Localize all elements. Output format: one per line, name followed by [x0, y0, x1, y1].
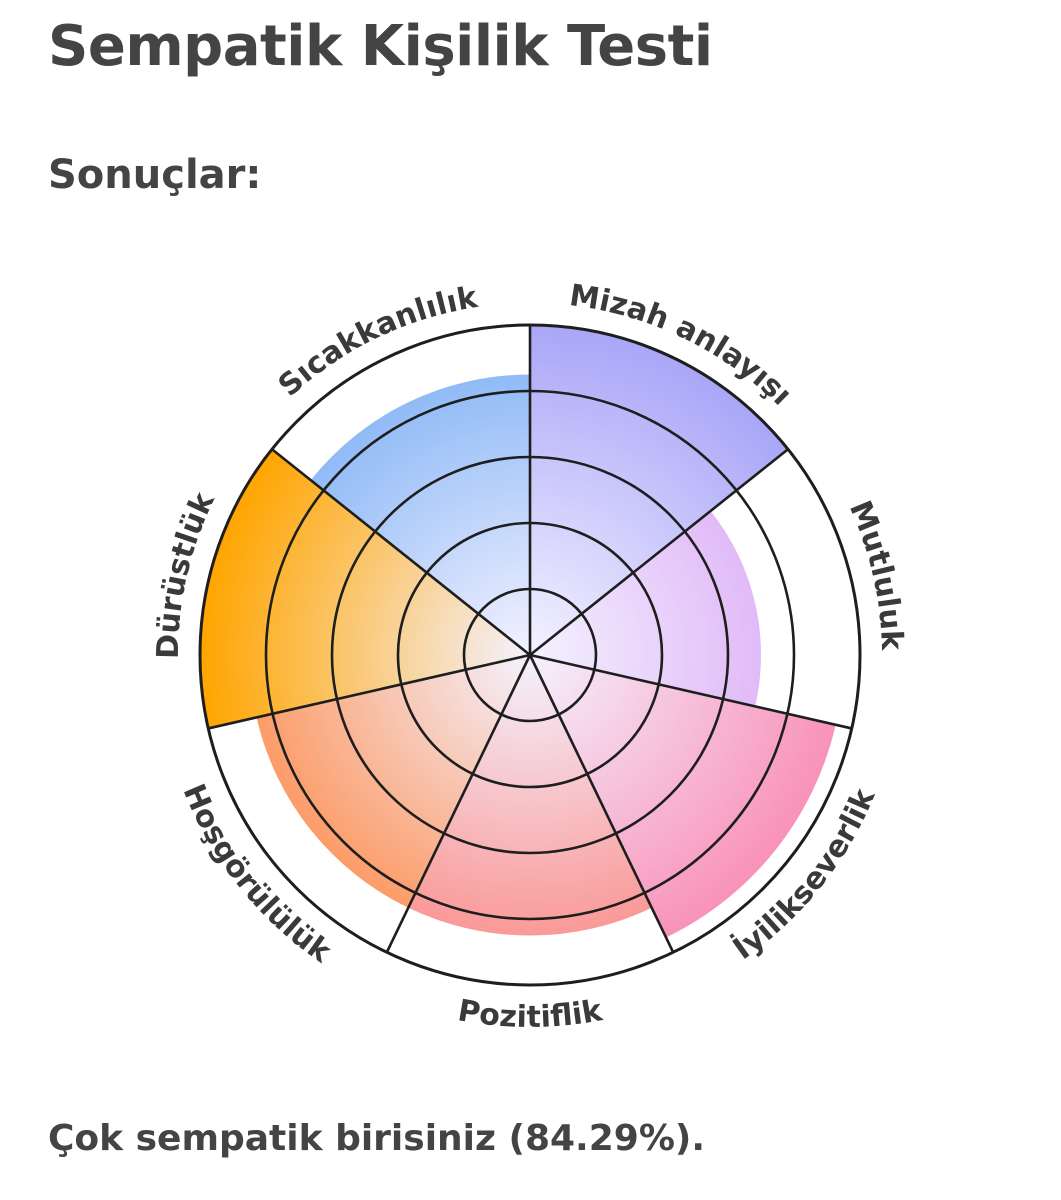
category-label: Mutluluk: [842, 496, 909, 652]
grid-spoke: [271, 448, 531, 657]
sector-2: [530, 655, 836, 938]
polar-chart-svg: Mizah anlayışıMutlulukİyilikseverlikPozi…: [151, 278, 909, 1035]
sector-0: [530, 325, 789, 655]
grid-spoke: [385, 654, 532, 953]
sector-6: [310, 374, 530, 655]
grid-spoke: [529, 653, 853, 730]
result-summary: Çok sempatik birisiniz (84.29%).: [48, 1118, 706, 1159]
page-title: Sempatik Kişilik Testi: [48, 14, 713, 79]
sector-3: [408, 655, 652, 936]
grid-spoke: [528, 654, 675, 953]
category-label: Pozitiflik: [455, 993, 605, 1035]
sector-4: [256, 655, 530, 908]
category-label: Sıcakkanlılık: [272, 280, 481, 404]
sector-5: [200, 449, 530, 729]
grid-spoke: [207, 653, 531, 730]
results-heading: Sonuçlar:: [48, 152, 262, 198]
grid-spoke: [529, 448, 789, 657]
